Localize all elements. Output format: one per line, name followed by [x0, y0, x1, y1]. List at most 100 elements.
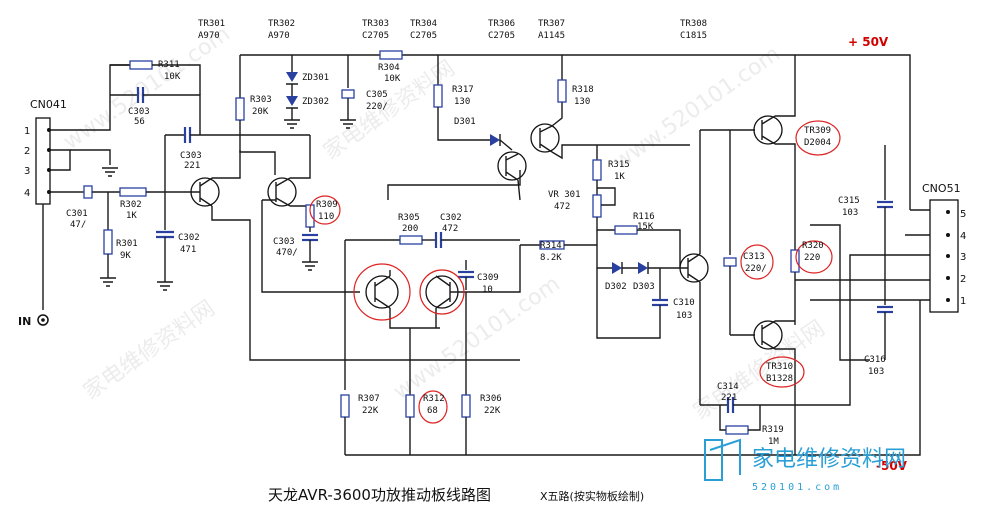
- tr308-ref: TR308: [680, 19, 707, 29]
- r307-val: 22K: [362, 406, 379, 416]
- output-stage: [700, 55, 948, 455]
- r301-ref: R301: [116, 239, 138, 249]
- input-label: IN: [18, 315, 31, 328]
- r317-val: 130: [454, 97, 470, 107]
- tr304-ref: TR304: [410, 19, 437, 29]
- input-stage: [80, 50, 520, 361]
- cn041-pin-1: 1: [24, 126, 30, 137]
- cn051-connector: [929, 199, 959, 313]
- r301-val: 9K: [120, 251, 131, 261]
- c302a-ref: C302: [178, 233, 200, 243]
- brand-logo-icon: [704, 438, 741, 481]
- c314-val: 221: [721, 393, 737, 403]
- r312-ref: R312: [423, 394, 445, 404]
- tr301-ref: TR301: [198, 19, 225, 29]
- c314-ref: C314: [717, 382, 739, 392]
- c303b-val: 221: [184, 161, 200, 171]
- r116-val: 15K: [637, 222, 654, 232]
- tr302-part: A970: [268, 31, 290, 41]
- c302b-ref: C302: [440, 213, 462, 223]
- r305-ref: R305: [398, 213, 420, 223]
- r306-val: 22K: [484, 406, 501, 416]
- plus-50v-label: + 50V: [848, 35, 889, 49]
- zd301-ref: ZD301: [302, 73, 329, 83]
- schematic-subtitle: X五路(按实物板绘制): [540, 489, 644, 503]
- ltp-stage: [340, 170, 521, 455]
- r311-ref: R311: [158, 60, 180, 70]
- d301-ref: D301: [454, 117, 476, 127]
- minus-50v-label: -50V: [876, 459, 908, 473]
- r302-ref: R302: [120, 200, 142, 210]
- c305-ref: C305: [366, 90, 388, 100]
- svg-text:www.520101.com: www.520101.com: [609, 41, 785, 174]
- r319-ref: R319: [762, 425, 784, 435]
- vr301-ref: VR 301: [548, 190, 581, 200]
- r317-ref: R317: [452, 85, 474, 95]
- tr310-part: B1328: [766, 374, 793, 384]
- c309-ref: C309: [477, 273, 499, 283]
- c316-ref: C316: [864, 355, 886, 365]
- tr303-part: C2705: [362, 31, 389, 41]
- cn041-pin-2: 2: [24, 146, 30, 157]
- d303-ref: D303: [633, 282, 655, 292]
- r307-ref: R307: [358, 394, 380, 404]
- fault-highlights: [309, 120, 841, 424]
- tr310-ref: TR310: [766, 362, 793, 372]
- c301-val: 47/: [70, 220, 86, 230]
- cn051-pin-3: 3: [960, 252, 966, 263]
- r314-ref: R314: [540, 241, 562, 251]
- schematic-title: 天龙AVR-3600功放推动板线路图: [268, 486, 491, 504]
- brand-site: 520101.com: [752, 482, 842, 493]
- cn051-pin-2: 2: [960, 274, 966, 285]
- tr304-part: C2705: [410, 31, 437, 41]
- r320-val: 220: [804, 253, 820, 263]
- driver-stage: [433, 55, 709, 405]
- c310-val: 103: [676, 311, 692, 321]
- r309-ref: R309: [316, 200, 338, 210]
- tr306-ref: TR306: [488, 19, 515, 29]
- tr306-part: C2705: [488, 31, 515, 41]
- r320-ref: R320: [802, 241, 824, 251]
- c302a-val: 471: [180, 245, 196, 255]
- r302-val: 1K: [126, 211, 137, 221]
- c315-val: 103: [842, 208, 858, 218]
- c316-val: 103: [868, 367, 884, 377]
- c302b-val: 472: [442, 224, 458, 234]
- c303c-val: 470/: [276, 248, 298, 258]
- r312-val: 68: [427, 406, 438, 416]
- cn041-pin-4: 4: [24, 188, 30, 199]
- tr302-ref: TR302: [268, 19, 295, 29]
- power-rails: [239, 54, 921, 456]
- zd302-ref: ZD302: [302, 97, 329, 107]
- r304-val: 10K: [384, 74, 401, 84]
- c310-ref: C310: [673, 298, 695, 308]
- c313-val: 220/: [745, 264, 767, 274]
- cn041-connector: [35, 64, 130, 326]
- r305-val: 200: [402, 224, 418, 234]
- c305-val: 220/: [366, 102, 388, 112]
- brand-name: 家电维修资料网: [752, 447, 906, 472]
- tr309-part: D2004: [804, 138, 831, 148]
- svg-text:家电维修资料网: 家电维修资料网: [79, 296, 220, 405]
- tr307-part: A1145: [538, 31, 565, 41]
- cn041-pin-3: 3: [24, 166, 30, 177]
- r311-val: 10K: [164, 72, 181, 82]
- r315-ref: R315: [608, 160, 630, 170]
- tr307-ref: TR307: [538, 19, 565, 29]
- r314-val: 8.2K: [540, 253, 562, 263]
- r304-ref: R304: [378, 63, 400, 73]
- tr309-ref: TR309: [804, 126, 831, 136]
- cn051-label: CNO51: [922, 182, 961, 195]
- c309-val: 10: [482, 285, 493, 295]
- cn051-pin-5: 5: [960, 209, 966, 220]
- d302-ref: D302: [605, 282, 627, 292]
- r306-ref: R306: [480, 394, 502, 404]
- c313-ref: C313: [743, 252, 765, 262]
- vr301-val: 472: [554, 202, 570, 212]
- c303a-val: 56: [134, 117, 145, 127]
- tr301-part: A970: [198, 31, 220, 41]
- tr303-ref: TR303: [362, 19, 389, 29]
- c303c-ref: C303: [273, 237, 295, 247]
- r315-val: 1K: [614, 172, 625, 182]
